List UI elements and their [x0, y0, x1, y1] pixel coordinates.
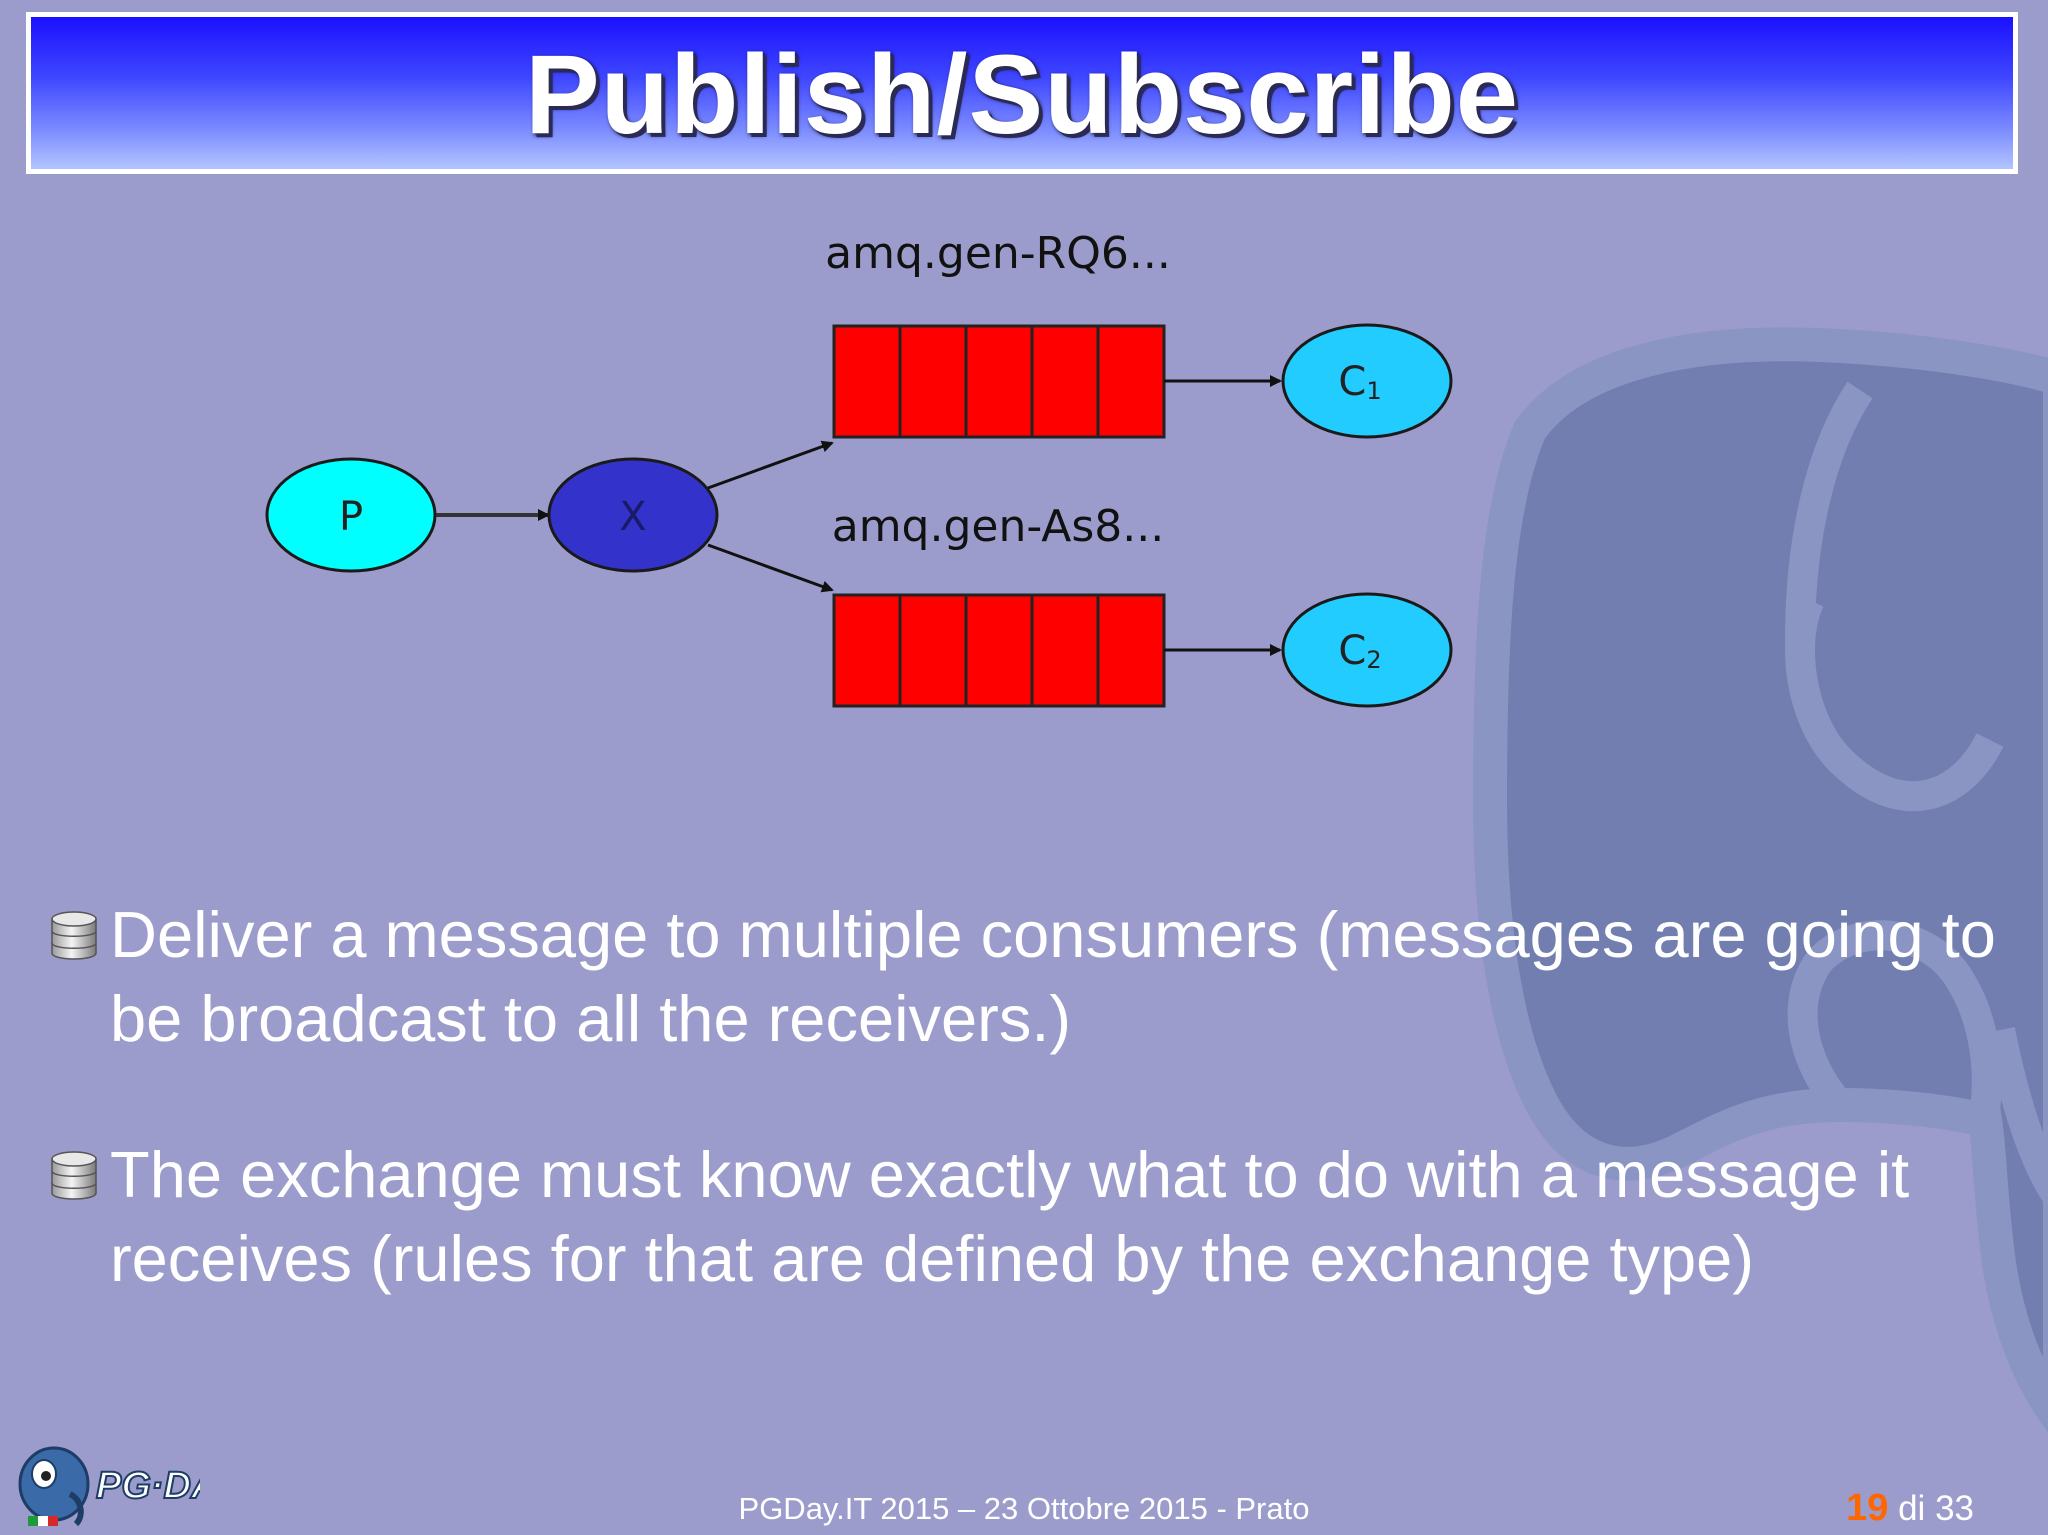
- exchange-node: X: [547, 457, 719, 573]
- database-stack-icon: [51, 911, 97, 960]
- queue-2-label: amq.gen-As8...: [832, 501, 1165, 552]
- arrow-exchange-to-queue-1: [707, 440, 834, 490]
- producer-node: P: [265, 457, 437, 573]
- queue-2: amq.gen-As8...: [832, 501, 1166, 708]
- queue-2-body: [832, 593, 1166, 708]
- bullet-text: Deliver a message to multiple consumers …: [110, 898, 1996, 1055]
- consumer-1-ellipse: [1281, 323, 1453, 439]
- page-total: 33: [1935, 1489, 1974, 1528]
- page-separator: di: [1898, 1489, 1926, 1528]
- producer-ellipse: [265, 457, 437, 573]
- producer-label: P: [339, 494, 363, 540]
- database-stack-icon: [51, 1151, 97, 1200]
- consumer-2-node: C2: [1281, 592, 1453, 708]
- queue-1: amq.gen-RQ6...: [825, 228, 1171, 439]
- title-bar: Publish/Subscribe: [26, 12, 2018, 174]
- exchange-ellipse: [547, 457, 719, 573]
- consumer-1-node: C1: [1281, 323, 1453, 439]
- consumer-1-label: C1: [1338, 359, 1381, 405]
- pgday-elephant-logo-icon: PG·DAY: [18, 1446, 200, 1527]
- footer-text: PGDay.IT 2015 – 23 Ottobre 2015 - Prato: [738, 1491, 1310, 1526]
- consumer-2-label: C2: [1338, 628, 1381, 674]
- arrow-exchange-to-queue-2: [707, 543, 834, 593]
- queue-1-body: [832, 324, 1166, 439]
- consumer-2-ellipse: [1281, 592, 1453, 708]
- page-current: 19: [1846, 1487, 1889, 1529]
- exchange-label: X: [619, 494, 646, 540]
- logo-text: PG·DAY: [96, 1465, 200, 1507]
- queue-1-label: amq.gen-RQ6...: [825, 228, 1171, 279]
- bullet-text: The exchange must know exactly what to d…: [110, 1138, 1910, 1295]
- slide-title: Publish/Subscribe: [524, 32, 1520, 157]
- page-number: 19 di 33: [1846, 1487, 1974, 1530]
